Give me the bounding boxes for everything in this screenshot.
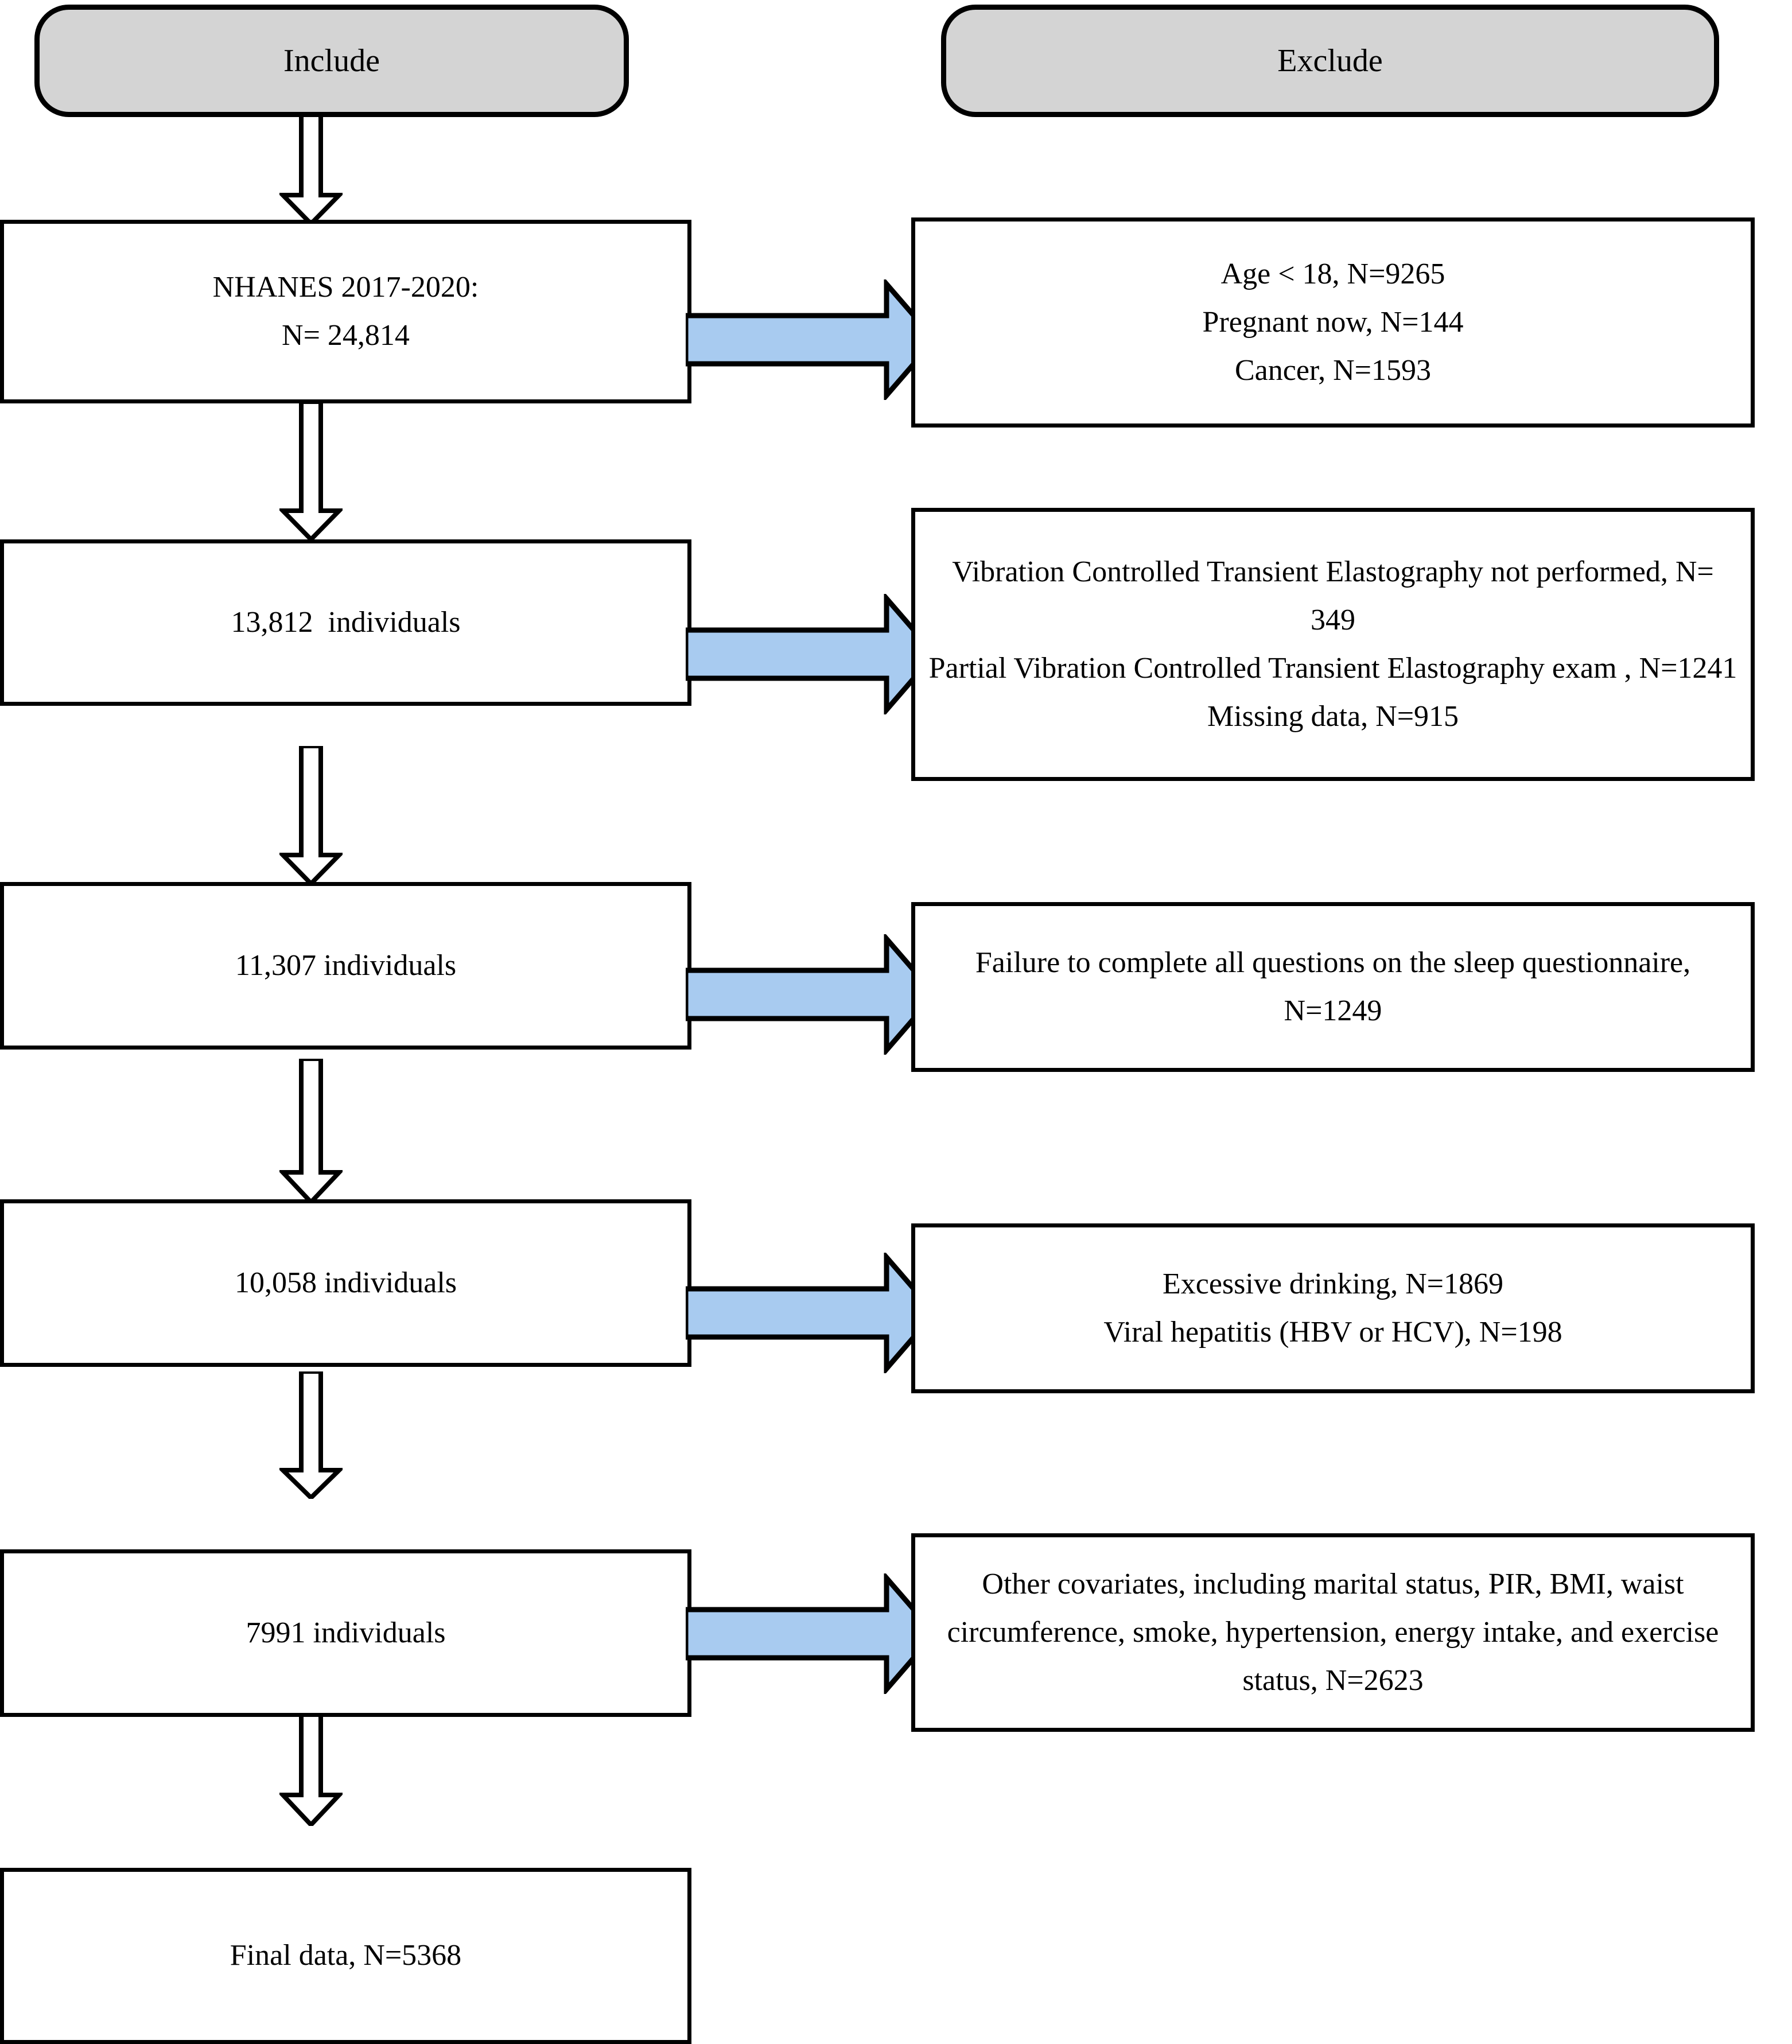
include-box-step4-text: 7991 individuals <box>17 1609 675 1657</box>
flow-arrow-step2-to-step3 <box>279 1059 343 1203</box>
text-line: Age < 18, N=9265 <box>1220 257 1445 290</box>
text-line: Final data, N=5368 <box>230 1939 462 1972</box>
exclude-box-1-text: Age < 18, N=9265 Pregnant now, N=144 Can… <box>928 250 1738 395</box>
exclusion-arrow-5 <box>686 1573 938 1694</box>
exclusion-arrow-1 <box>686 279 938 400</box>
include-box-step4: 7991 individuals <box>0 1549 691 1717</box>
text-line: Excessive drinking, N=1869 <box>1162 1267 1503 1300</box>
exclude-box-2: Vibration Controlled Transient Elastogra… <box>911 508 1755 781</box>
text-line: 10,058 individuals <box>234 1266 457 1299</box>
exclude-box-5: Other covariates, including marital stat… <box>911 1533 1755 1732</box>
exclude-box-4: Excessive drinking, N=1869 Viral hepatit… <box>911 1223 1755 1393</box>
text-line: Pregnant now, N=144 <box>1202 305 1464 339</box>
flow-arrow-step1-to-step2 <box>279 746 343 885</box>
exclude-box-3-text: Failure to complete all questions on the… <box>928 939 1738 1035</box>
flow-arrow-header-to-nhanes <box>279 115 343 225</box>
text-line: Vibration Controlled Transient Elastogra… <box>952 555 1721 636</box>
text-line: N= 24,814 <box>282 319 410 352</box>
exclude-box-5-text: Other covariates, including marital stat… <box>921 1560 1745 1705</box>
include-box-nhanes: NHANES 2017-2020: N= 24,814 <box>0 220 691 403</box>
flow-arrow-step3-to-step4 <box>279 1371 343 1499</box>
text-line: Failure to complete all questions on the… <box>975 946 1698 1027</box>
exclude-box-2-text: Vibration Controlled Transient Elastogra… <box>928 548 1738 741</box>
text-line: Missing data, N=915 <box>1207 700 1459 733</box>
text-line: 11,307 individuals <box>235 949 457 982</box>
include-box-step2-text: 11,307 individuals <box>17 942 675 990</box>
header-exclude-label: Exclude <box>1277 42 1383 79</box>
exclude-box-1: Age < 18, N=9265 Pregnant now, N=144 Can… <box>911 217 1755 428</box>
exclusion-arrow-2 <box>686 594 938 714</box>
text-line: Other covariates, including marital stat… <box>947 1567 1727 1697</box>
exclude-box-3: Failure to complete all questions on the… <box>911 902 1755 1072</box>
include-box-final-text: Final data, N=5368 <box>17 1932 675 1980</box>
text-line: Partial Vibration Controlled Transient E… <box>928 652 1737 685</box>
flow-arrow-nhanes-to-step1 <box>279 402 343 541</box>
text-line: Cancer, N=1593 <box>1234 354 1432 387</box>
exclusion-arrow-3 <box>686 934 938 1055</box>
text-line: 13,812 individuals <box>231 605 461 639</box>
include-box-step3-text: 10,058 individuals <box>17 1259 675 1307</box>
text-line: Viral hepatitis (HBV or HCV), N=198 <box>1103 1316 1562 1349</box>
header-exclude: Exclude <box>941 5 1719 117</box>
header-include-label: Include <box>283 42 380 79</box>
header-include: Include <box>34 5 629 117</box>
include-box-step1-text: 13,812 individuals <box>17 599 675 647</box>
include-box-step3: 10,058 individuals <box>0 1199 691 1367</box>
text-line: 7991 individuals <box>246 1616 446 1649</box>
include-box-step2: 11,307 individuals <box>0 882 691 1050</box>
include-box-final: Final data, N=5368 <box>0 1868 691 2044</box>
exclusion-arrow-4 <box>686 1253 938 1373</box>
text-line: NHANES 2017-2020: <box>212 270 479 304</box>
include-box-nhanes-text: NHANES 2017-2020: N= 24,814 <box>17 263 675 360</box>
exclude-box-4-text: Excessive drinking, N=1869 Viral hepatit… <box>928 1260 1738 1357</box>
include-box-step1: 13,812 individuals <box>0 539 691 706</box>
